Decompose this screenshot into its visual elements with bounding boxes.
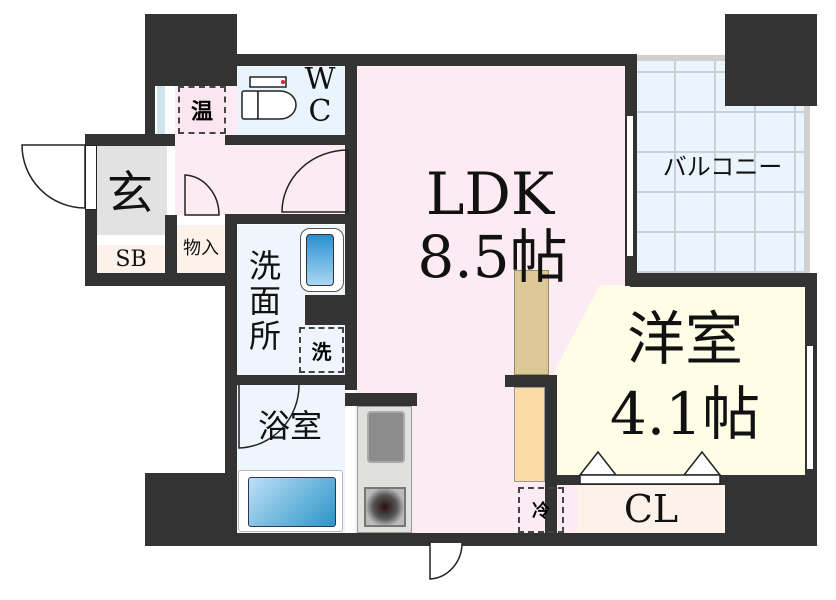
wall <box>237 54 637 66</box>
western-size: 4.1帖 <box>609 380 761 448</box>
cabinet <box>514 270 549 375</box>
wall <box>165 215 177 285</box>
toilet-icon <box>241 76 297 120</box>
window <box>157 86 165 134</box>
wall <box>725 475 807 545</box>
western-room-area <box>555 285 805 475</box>
washroom-label-2: 面 <box>248 282 281 320</box>
wall <box>630 273 817 287</box>
shoebox-area <box>97 245 165 273</box>
wall <box>145 533 817 546</box>
closet-area <box>577 485 725 533</box>
western-label: 洋室 <box>626 305 743 373</box>
entrance-door-icon <box>21 144 86 209</box>
window <box>806 345 814 470</box>
shoebox-label: SB <box>115 247 147 272</box>
service-door-icon <box>429 542 463 580</box>
storage-label: 物入 <box>183 238 219 259</box>
wall <box>225 375 355 385</box>
wall <box>505 375 557 387</box>
storage-door-icon <box>184 174 220 216</box>
wc-label-1: W <box>304 62 336 97</box>
wall <box>345 215 357 390</box>
wall <box>725 14 817 106</box>
wall <box>345 393 417 406</box>
wall <box>225 135 355 145</box>
wall <box>225 214 355 224</box>
balcony-label: バルコニー <box>662 153 783 181</box>
washroom-label-3: 所 <box>248 317 281 355</box>
bath-door-icon <box>238 384 300 449</box>
entrance-label: 玄 <box>107 166 153 220</box>
wall <box>545 375 557 545</box>
door-frame <box>85 145 97 210</box>
wash-basin-bowl <box>306 234 334 286</box>
entrance-area <box>97 145 167 235</box>
window <box>626 115 634 257</box>
sink-icon <box>367 411 405 463</box>
closet-label: CL <box>623 487 679 531</box>
bathroom-label: 浴室 <box>257 407 322 445</box>
ldk-door-icon <box>281 149 349 213</box>
wall <box>145 14 155 136</box>
water-heater-marker: 温 <box>178 86 226 134</box>
storage-area <box>177 225 225 273</box>
washer-marker: 洗 <box>299 327 344 373</box>
washroom-label-1: 洗 <box>248 247 281 285</box>
wall <box>305 295 345 325</box>
wall <box>145 14 237 86</box>
wall <box>85 273 235 286</box>
ldk-size: 8.5帖 <box>417 223 568 291</box>
ldk-label: LDK <box>425 160 555 228</box>
closet-doors-icon <box>578 450 722 485</box>
stove-icon <box>364 487 406 527</box>
fridge-marker: 冷 <box>518 487 564 533</box>
wc-label-2: C <box>308 94 332 129</box>
wall <box>85 134 175 146</box>
cabinet <box>514 387 545 482</box>
bathtub-basin <box>248 477 336 527</box>
